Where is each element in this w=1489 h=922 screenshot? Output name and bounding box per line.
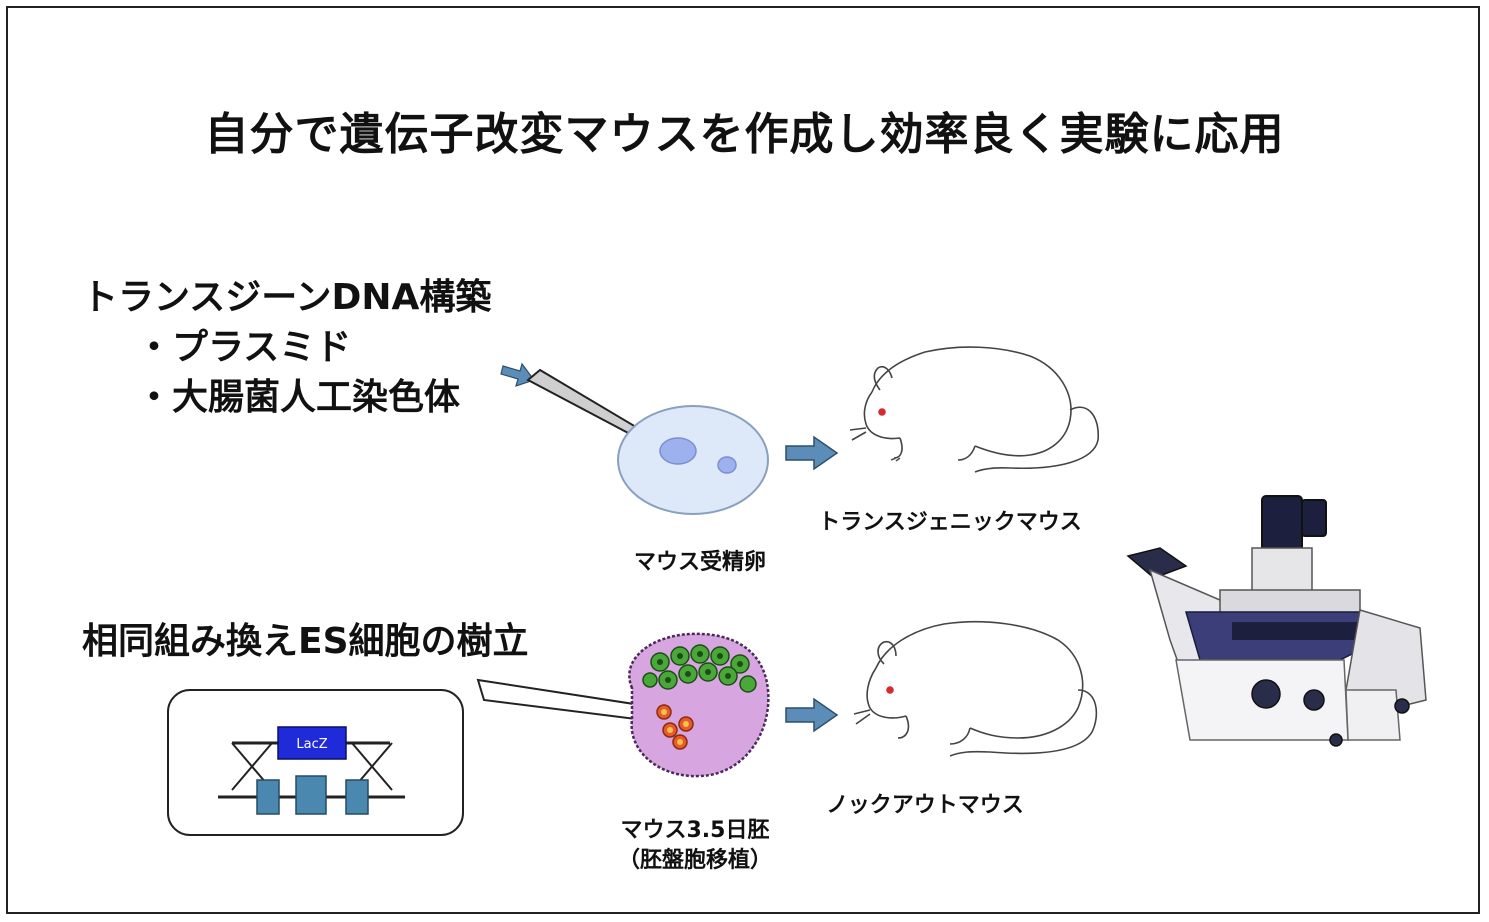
lacz-box — [277, 726, 347, 760]
slide-title: 自分で遺伝子改変マウスを作成し効率良く実験に応用 — [204, 109, 1285, 160]
bullet-bac: ・大腸菌人工染色体 — [136, 377, 461, 418]
transgenic-mouse-caption: トランスジェニックマウス — [818, 510, 1082, 535]
bullet-plasmid: ・プラスミド — [136, 327, 352, 368]
right-arrow-icon-2 — [785, 697, 839, 733]
transgene-heading: トランスジーンDNA構築 — [82, 277, 492, 318]
small-pointer-arrow-icon — [500, 362, 535, 387]
knockout-mouse-icon — [853, 620, 1098, 757]
es-cell-heading: 相同組み換えES細胞の樹立 — [82, 621, 529, 662]
embryo-caption: マウス3.5日胚 — [620, 818, 770, 843]
lacz-label: LacZ — [296, 737, 327, 752]
transgenic-mouse-icon — [849, 346, 1100, 473]
right-arrow-icon — [785, 435, 839, 471]
fertilized-egg-icon — [617, 405, 769, 515]
fertilized-egg-caption: マウス受精卵 — [633, 550, 766, 575]
embryo-subcaption: （胚盤胞移植） — [617, 848, 772, 873]
microscope-icon — [1126, 495, 1427, 747]
blastocyst-icon — [628, 632, 770, 778]
knockout-mouse-caption: ノックアウトマウス — [826, 793, 1024, 818]
targeting-construct-box: LacZ — [167, 689, 464, 836]
